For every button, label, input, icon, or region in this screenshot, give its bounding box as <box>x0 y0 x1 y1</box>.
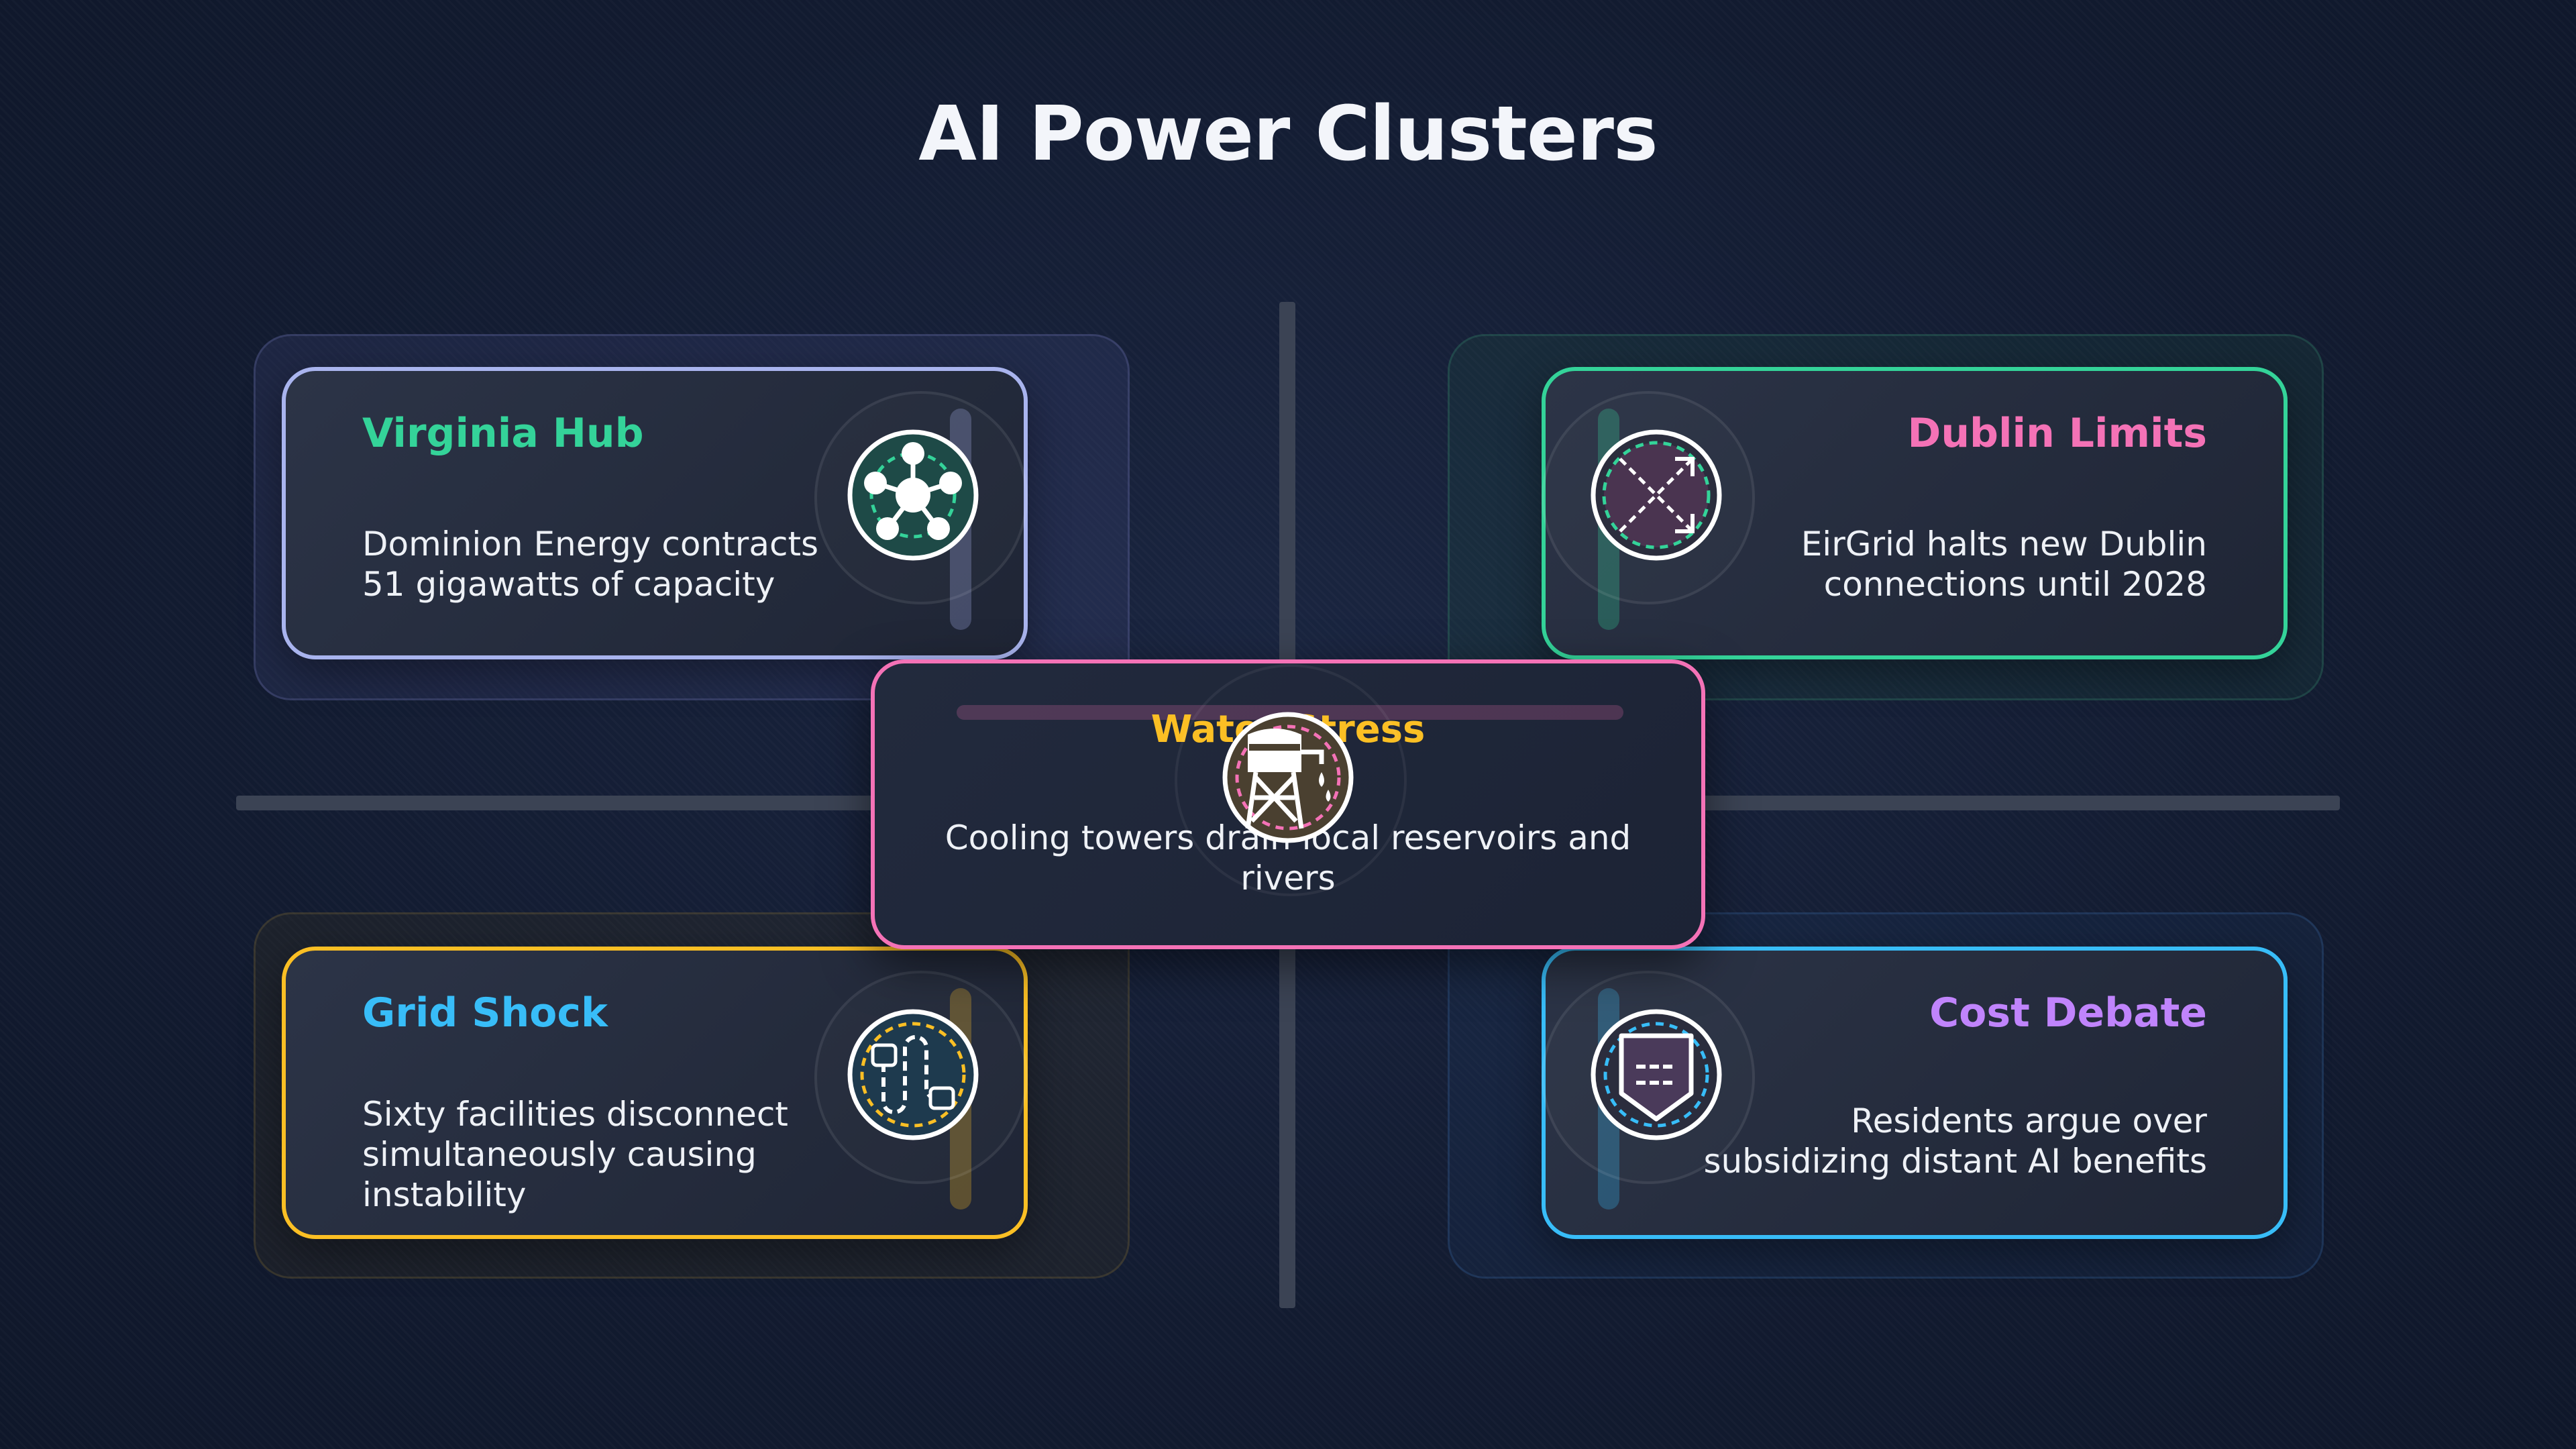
card-body: EirGrid halts new Dublin connections unt… <box>1801 525 2207 604</box>
card-heading: Grid Shock <box>362 989 608 1036</box>
card-heading: Dublin Limits <box>1907 410 2207 457</box>
icon-ring <box>814 391 1028 604</box>
card-heading: Cost Debate <box>1929 989 2207 1036</box>
icon-ring <box>814 971 1028 1184</box>
water-tower-icon <box>1222 712 1354 843</box>
network-hub-icon <box>847 429 979 561</box>
circuit-path-icon <box>847 1009 979 1140</box>
icon-ring <box>1542 971 1755 1184</box>
shield-banner-icon <box>1591 1009 1722 1140</box>
blocked-arrow-icon <box>1591 429 1722 561</box>
card-body: Dominion Energy contracts 51 gigawatts o… <box>362 525 819 604</box>
icon-ring <box>1542 391 1755 604</box>
card-virginia-hub: Virginia Hub Dominion Energy contracts 5… <box>282 367 1028 659</box>
card-water-stress: Water Stress Cooling towers drain local … <box>871 659 1705 949</box>
card-grid-shock: Grid Shock Sixty facilities disconnect s… <box>282 947 1028 1239</box>
icon-ring <box>1175 664 1407 896</box>
card-heading: Virginia Hub <box>362 410 644 457</box>
card-body: Sixty facilities disconnect simultaneous… <box>362 1095 788 1214</box>
card-cost-debate: Cost Debate Residents argue over subsidi… <box>1542 947 2288 1239</box>
card-dublin-limits: Dublin Limits EirGrid halts new Dublin c… <box>1542 367 2288 659</box>
card-body: Residents argue over subsidizing distant… <box>1703 1102 2207 1181</box>
page-title: AI Power Clusters <box>918 91 1658 178</box>
